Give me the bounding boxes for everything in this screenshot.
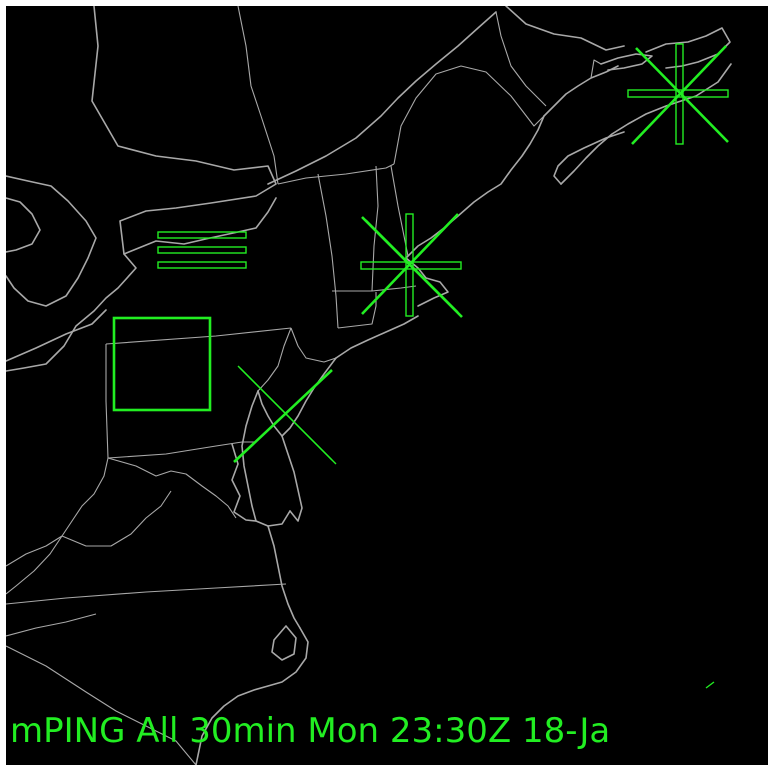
virginia-coast (267, 525, 301, 629)
cape-breton-coast (645, 27, 731, 69)
square-symbol (112, 316, 212, 412)
bay-of-fundy-coast (543, 65, 619, 117)
nova-scotia-coast (560, 63, 732, 185)
fog-bars-symbol (157, 231, 247, 269)
freezing-slash-symbol (233, 365, 337, 465)
ohio-border (6, 457, 109, 595)
kentucky-tennessee-border (6, 535, 63, 567)
georgian-bay-shore (6, 197, 41, 253)
wv-va-border (61, 490, 172, 547)
ny-nj-border (290, 327, 337, 363)
pa-nj-border (257, 327, 292, 392)
snow-asterisk-symbol-nova-scotia (627, 43, 729, 145)
ct-ri-border (337, 292, 377, 329)
chesapeake-bay (241, 390, 291, 527)
snow-asterisk-symbol-new-england (360, 213, 463, 318)
small-mark (705, 681, 715, 689)
map-caption: mPING All 30min Mon 23:30Z 18-Ja (10, 711, 611, 751)
mping-symbols (112, 43, 729, 689)
maine-coast (405, 115, 545, 259)
pei-coast (600, 53, 653, 71)
pa-west-border (105, 344, 109, 459)
nc-tn-border (6, 613, 97, 637)
lake-erie-shore (6, 309, 107, 362)
va-nc-border (6, 583, 287, 605)
nb-ns-border (590, 59, 602, 79)
nj-coast (281, 357, 337, 437)
map-canvas (6, 6, 732, 765)
outer-banks-coast (195, 627, 309, 765)
pa-md-border (107, 441, 254, 459)
lake-ontario-shore (123, 197, 277, 255)
nova-scotia-inner-coast (553, 131, 625, 185)
ma-north-border (332, 285, 417, 292)
great-lakes-outline (6, 6, 277, 372)
ontario-quebec-border (237, 6, 279, 185)
chesapeake-west-shore (231, 443, 257, 522)
wv-md-border (107, 457, 237, 519)
map-frame: mPING All 30min Mon 23:30Z 18-Ja (6, 6, 768, 765)
cape-cod-coast (405, 257, 449, 307)
st-lawrence-shore (267, 11, 497, 185)
quebec-nb-border (495, 11, 547, 107)
pamlico-sound (271, 625, 297, 661)
long-island-coast (335, 315, 419, 359)
lake-huron-shore (6, 175, 97, 307)
ny-vt-border (317, 173, 339, 329)
maine-canada-border (393, 65, 545, 165)
canada-us-border-ny (277, 163, 395, 185)
ny-pa-border (105, 327, 292, 345)
delmarva-coast (281, 435, 303, 522)
nc-sc-border (6, 645, 197, 765)
gaspe-shore (505, 6, 625, 51)
delaware-bay (257, 390, 283, 437)
